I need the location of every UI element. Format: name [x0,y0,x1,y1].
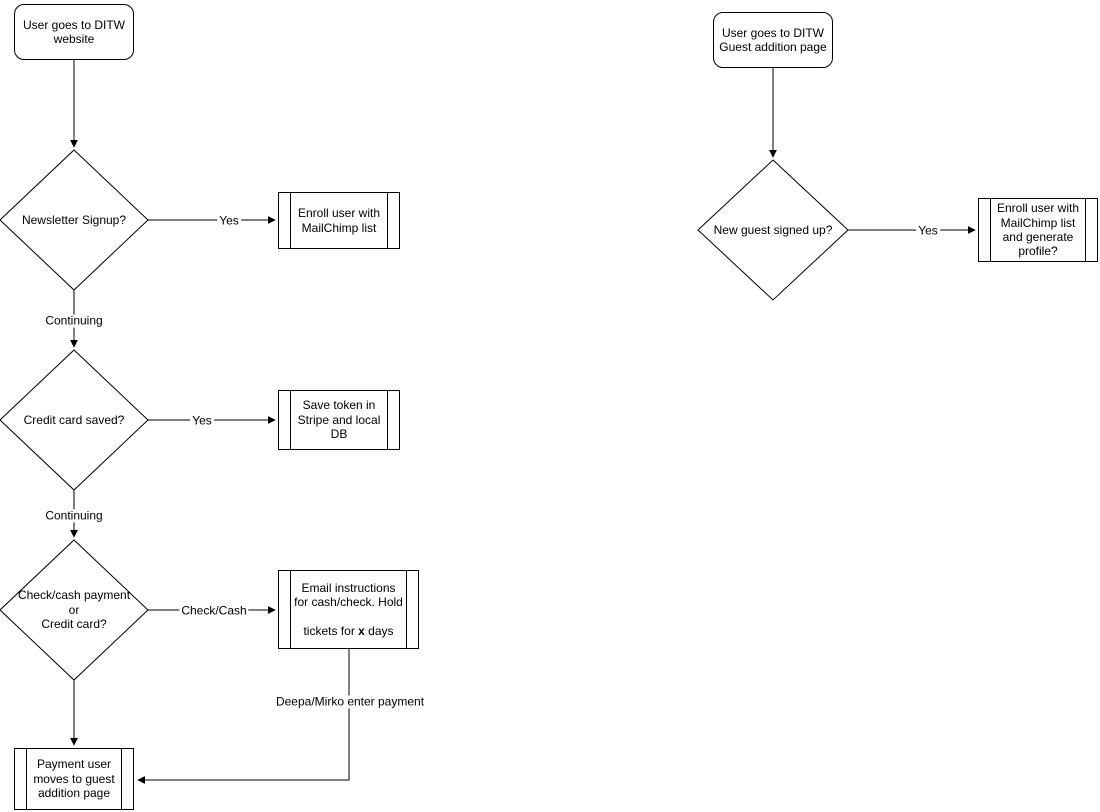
process-bar-left-icon [990,199,991,261]
node-enroll-mailchimp[interactable]: Enroll user with MailChimp list [278,192,400,249]
edge-label-yes-newsletter[interactable]: Yes [217,213,241,228]
edge-email-instructions-to-payment-user[interactable] [137,649,350,784]
edge-label-yes-newguest[interactable]: Yes [916,223,940,238]
decision-newguest-shape[interactable] [697,159,849,301]
last-line-post: days [364,623,394,638]
process-bar-right-icon [406,571,407,648]
node-payment-user-moves[interactable]: Payment user moves to guest addition pag… [14,748,134,810]
process-bar-right-icon [1085,199,1086,261]
decision-creditcard-shape[interactable] [0,349,149,491]
node-email-instructions[interactable]: Email instructions for cash/check. Hold … [278,570,419,649]
process-bar-right-icon [387,391,388,449]
decision-newsletter-label: Newsletter Signup? [21,212,127,227]
process-bar-left-icon [26,749,27,809]
node-start-website[interactable]: User goes to DITW website [14,4,134,60]
decision-creditcard-label: Credit card saved? [23,412,125,427]
node-start-website-label: User goes to DITW website [22,17,126,46]
node-payment-user-moves-label: Payment user moves to guest addition pag… [33,757,115,801]
edge-label-continuing-1[interactable]: Continuing [43,313,105,328]
node-start-guest-page[interactable]: User goes to DITW Guest addition page [713,12,833,68]
process-bar-right-icon [121,749,122,809]
edge-label-continuing-2[interactable]: Continuing [43,508,105,523]
node-enroll-mailchimp-label: Enroll user with MailChimp list [297,206,381,235]
node-save-token[interactable]: Save token in Stripe and local DB [278,390,400,450]
node-enroll-generate-profile-label: Enroll user with MailChimp list and gene… [996,201,1080,259]
decision-payment-type-shape[interactable] [0,539,149,681]
edge-label-deepa-mirko[interactable]: Deepa/Mirko enter payment [273,694,427,709]
node-start-guest-page-label: User goes to DITW Guest addition page [719,25,827,54]
node-email-instructions-last-line: tickets for x days [294,624,403,638]
edge-label-check-cash[interactable]: Check/Cash [179,603,249,618]
node-save-token-label: Save token in Stripe and local DB [297,398,381,442]
edge-label-yes-creditcard[interactable]: Yes [190,413,214,428]
last-line-pre: tickets for [303,623,359,638]
decision-payment-type-label: Check/cash payment or Credit card? [17,588,131,632]
node-email-instructions-label: Email instructions for cash/check. Hold … [292,566,405,652]
process-bar-left-icon [290,391,291,449]
decision-newsletter-shape[interactable] [0,149,149,291]
node-enroll-generate-profile[interactable]: Enroll user with MailChimp list and gene… [978,198,1098,262]
process-bar-left-icon [290,193,291,248]
node-email-instructions-lines-top: Email instructions for cash/check. Hold [294,580,403,610]
process-bar-left-icon [290,571,291,648]
process-bar-right-icon [387,193,388,248]
decision-newguest-label: New guest signed up? [713,222,833,237]
last-line-bold: x [358,623,365,638]
